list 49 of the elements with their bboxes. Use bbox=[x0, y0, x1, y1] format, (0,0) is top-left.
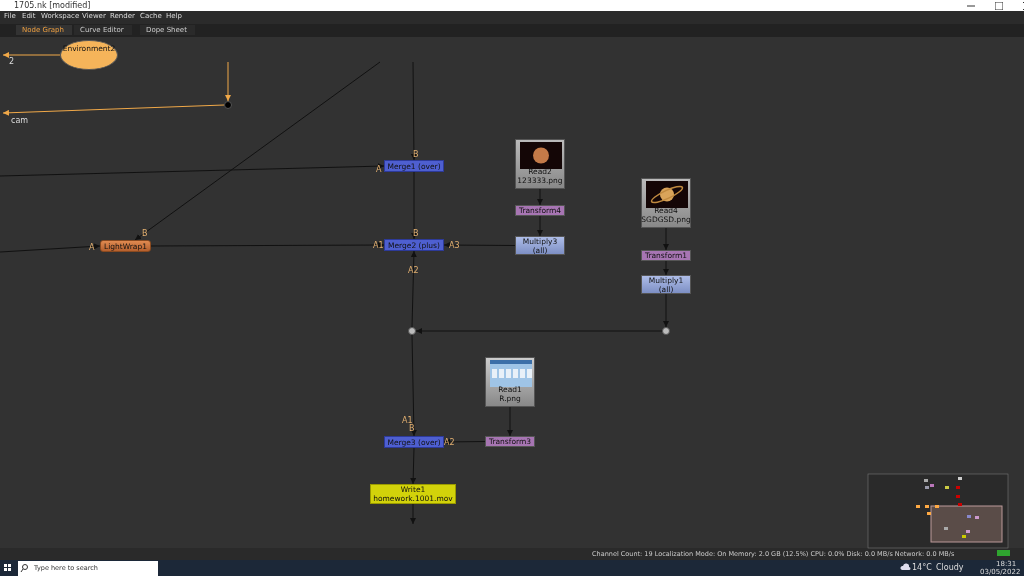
arrow bbox=[507, 406, 513, 437]
arrow bbox=[443, 438, 486, 445]
input-label: A2 bbox=[407, 266, 420, 275]
input-label: B bbox=[412, 150, 420, 159]
arrow bbox=[663, 293, 669, 328]
graph-node bbox=[384, 239, 444, 251]
arrow bbox=[415, 328, 663, 334]
input-label: B bbox=[408, 424, 416, 433]
input-label: cam bbox=[10, 116, 30, 125]
weather-temperature: 14°C bbox=[912, 563, 932, 572]
input-label: B bbox=[141, 229, 149, 238]
graph-node bbox=[370, 484, 456, 504]
read-node bbox=[485, 357, 535, 407]
arrow bbox=[2, 104, 225, 116]
dot-node bbox=[408, 327, 416, 335]
weather-condition: Cloudy bbox=[936, 563, 964, 572]
arrow bbox=[663, 260, 669, 276]
input-label: A bbox=[375, 165, 383, 174]
arrow bbox=[410, 61, 417, 161]
arrow bbox=[150, 242, 385, 249]
input-label: B bbox=[412, 229, 420, 238]
input-label: A1 bbox=[372, 241, 385, 250]
input-label: A bbox=[88, 243, 96, 252]
graph-node bbox=[641, 275, 691, 294]
arrow bbox=[411, 171, 417, 240]
dot-node bbox=[224, 101, 232, 109]
graph-node bbox=[515, 236, 565, 255]
arrow bbox=[410, 503, 416, 525]
arrow bbox=[2, 52, 61, 58]
arrow bbox=[0, 163, 385, 177]
graph-node bbox=[100, 240, 151, 252]
arrow bbox=[410, 447, 417, 485]
read-node bbox=[641, 178, 691, 228]
arrow bbox=[537, 215, 543, 237]
arrow bbox=[443, 242, 516, 249]
dot-node bbox=[662, 327, 670, 335]
arrow bbox=[410, 334, 417, 437]
arrow bbox=[0, 243, 101, 253]
arrow bbox=[663, 227, 669, 251]
window-title: 1705.nk [modified] bbox=[14, 0, 91, 11]
input-label: 2 bbox=[8, 57, 16, 66]
arrow bbox=[537, 188, 543, 206]
input-label: A2 bbox=[443, 438, 456, 447]
input-label: A3 bbox=[448, 241, 461, 250]
read-node bbox=[515, 139, 565, 189]
arrow bbox=[225, 61, 231, 102]
arrow bbox=[134, 61, 381, 241]
input-label: A1 bbox=[402, 416, 413, 425]
arrow bbox=[410, 250, 417, 328]
